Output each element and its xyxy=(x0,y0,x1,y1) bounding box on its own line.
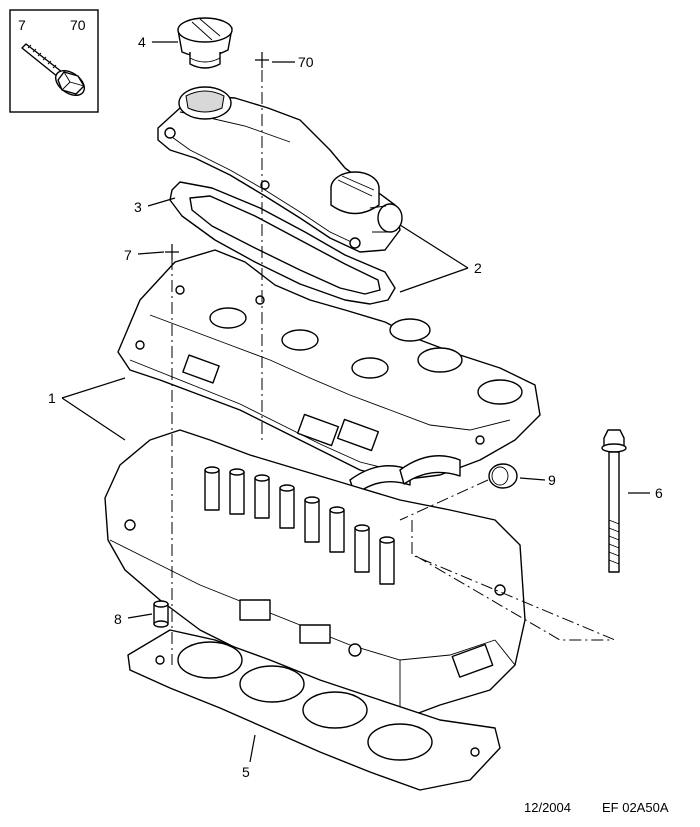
callout-9: 9 xyxy=(548,472,556,488)
callout-5: 5 xyxy=(242,764,250,780)
footer-date: 12/2004 xyxy=(524,800,571,815)
head-gasket-part-5 xyxy=(127,629,501,791)
cylinder-head xyxy=(104,429,526,721)
inset-torque-label: 70 xyxy=(70,17,86,33)
oil-filler-cap xyxy=(177,17,233,69)
callout-8: 8 xyxy=(114,611,122,627)
callout-1: 1 xyxy=(48,390,56,406)
callout-6: 6 xyxy=(655,485,663,501)
callout-4: 4 xyxy=(138,34,146,50)
callout-3: 3 xyxy=(134,199,142,215)
footer: 12/2004 EF 02A50A xyxy=(524,800,669,815)
leader-lines xyxy=(61,41,650,763)
dowel-sleeve-part-8 xyxy=(153,600,169,628)
torque-mark-70 xyxy=(255,52,269,68)
alignment-lines xyxy=(171,70,616,665)
callout-7: 7 xyxy=(124,247,132,263)
bolt-icon xyxy=(21,43,86,97)
head-bolt-part-6 xyxy=(601,429,627,573)
torque-mark-7 xyxy=(165,244,179,260)
camshaft-carrier xyxy=(117,249,541,496)
inset-qty-label: 7 xyxy=(18,17,26,33)
callout-labels: 4 70 3 7 2 1 9 6 8 5 xyxy=(48,34,663,780)
inset-legend: 7 70 xyxy=(9,9,99,113)
callout-70: 70 xyxy=(298,54,314,70)
footer-ref: EF 02A50A xyxy=(602,800,669,815)
valve-cover xyxy=(157,86,403,253)
callout-2: 2 xyxy=(474,260,482,276)
plug-part-9 xyxy=(488,463,518,489)
